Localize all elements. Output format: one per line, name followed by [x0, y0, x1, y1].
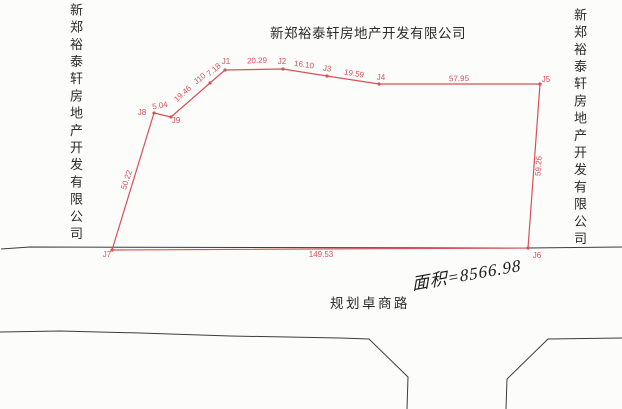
vertex-dot-J10: [208, 81, 212, 85]
point-label-J1: J1: [222, 57, 231, 66]
vertex-dot-J6: [526, 246, 530, 250]
road-edge-line: [0, 330, 409, 409]
point-label-J8: J8: [138, 108, 147, 117]
vertex-dot-J1: [223, 68, 227, 72]
vertex-dot-J2: [281, 67, 285, 71]
vertex-dot-J4: [377, 82, 381, 86]
edge-length-label-J8-J9: 5.04: [151, 100, 168, 112]
vertex-dot-J7: [110, 248, 114, 252]
edge-length-label-J6-J7: 149.53: [309, 250, 334, 259]
edge-length-label-J1-J2: 20.29: [247, 56, 268, 66]
left-margin-company-text: 新郑裕泰轩房地产开发有限公司: [68, 3, 83, 244]
road-edge-line: [505, 337, 622, 409]
point-label-J4: J4: [377, 73, 386, 82]
edge-length-label-J4-J5: 57.95: [449, 74, 470, 83]
edge-length-label-J2-J3: 16.10: [294, 59, 316, 71]
edge-length-label-J10-J1: 7.18: [205, 61, 223, 78]
vertex-dot-J8: [152, 111, 156, 115]
edge-length-label-J3-J4: 19.59: [343, 68, 365, 80]
company-title: 新郑裕泰轩房地产开发有限公司: [270, 26, 466, 41]
road-name-label: 规划卓商路: [330, 296, 410, 311]
point-label-J3: J3: [322, 64, 332, 74]
edge-length-label-J7-J8: 50.22: [119, 168, 134, 190]
point-label-J5: J5: [542, 75, 551, 84]
point-label-J7: J7: [103, 250, 112, 259]
vertex-dot-J9: [169, 115, 173, 119]
point-label-J2: J2: [278, 57, 287, 66]
vertex-dot-J5: [538, 82, 542, 86]
point-label-J6: J6: [533, 251, 542, 260]
road-edge-line: [0, 246, 622, 250]
right-margin-company-text: 新郑裕泰轩房地产开发有限公司: [572, 8, 587, 249]
point-label-J9: J9: [172, 116, 181, 125]
edge-length-label-J5-J6: 59.26: [533, 155, 543, 176]
vertex-dot-J3: [325, 74, 329, 78]
